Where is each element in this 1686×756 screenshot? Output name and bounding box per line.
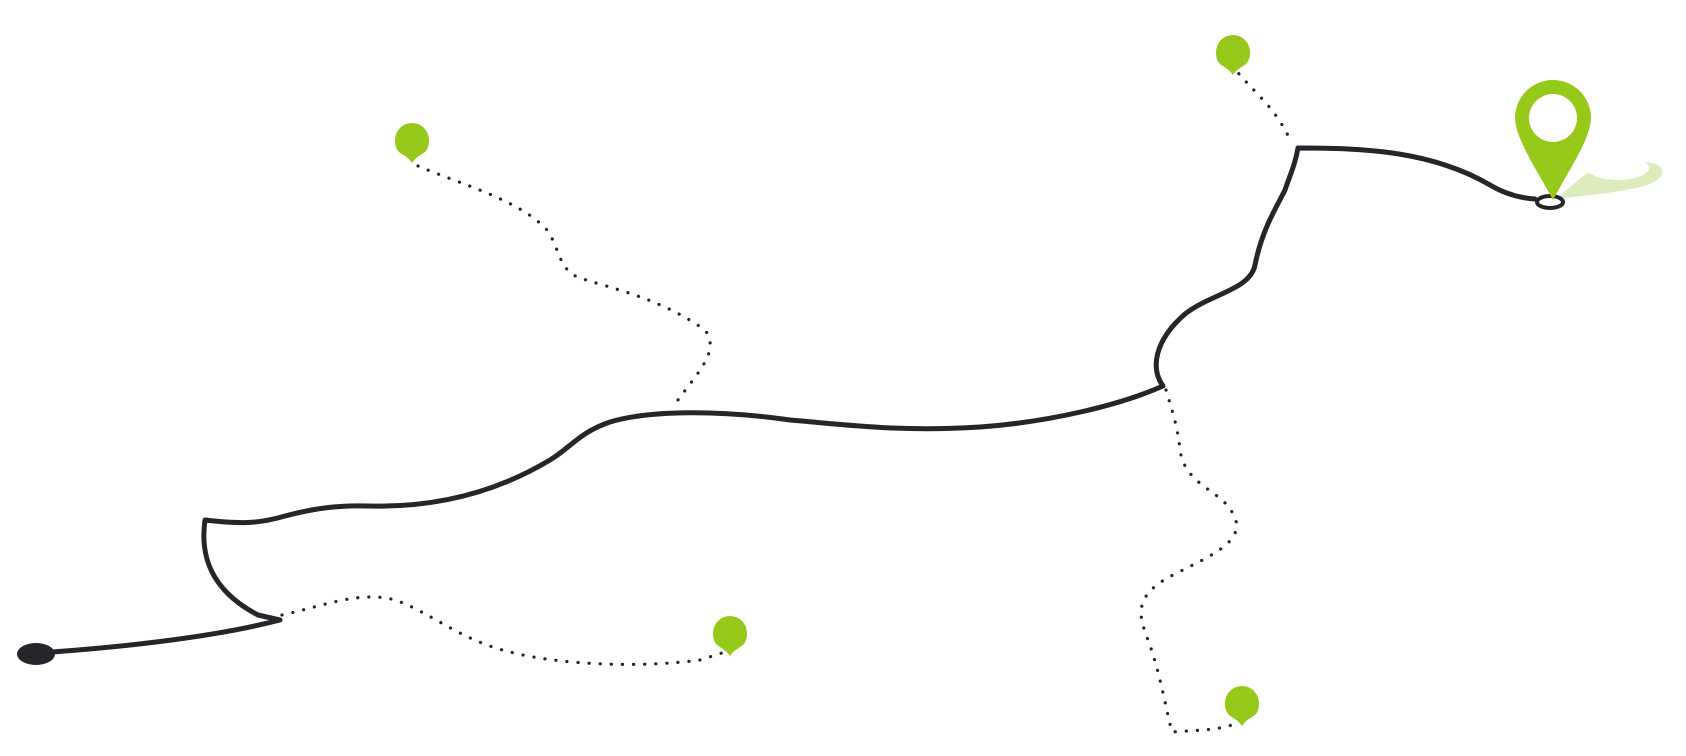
destination-pin-shadow xyxy=(1556,156,1663,199)
start-marker xyxy=(17,643,55,665)
waypoint-pin-icon xyxy=(713,616,747,656)
waypoint-pin-icon xyxy=(395,123,429,163)
waypoint-pin-lower-left[interactable] xyxy=(713,616,747,656)
main-route xyxy=(49,145,1538,655)
waypoint-pin-upper-left[interactable] xyxy=(395,123,429,163)
branch-route-lower-right xyxy=(1139,388,1240,734)
destination-ring xyxy=(1535,194,1565,210)
map-pin-hole xyxy=(1529,94,1577,142)
branch-route-upper-left xyxy=(416,164,712,402)
start-dot-icon xyxy=(17,643,55,665)
branch-route-upper-right xyxy=(1230,63,1293,144)
waypoint-pin-upper-right[interactable] xyxy=(1216,35,1250,75)
waypoint-pin-lower-right[interactable] xyxy=(1225,686,1259,726)
waypoint-pin-icon xyxy=(1216,35,1250,75)
destination-marker[interactable] xyxy=(1515,80,1591,210)
waypoint-pin-icon xyxy=(1225,686,1259,726)
branch-route-lower-left xyxy=(280,595,727,667)
